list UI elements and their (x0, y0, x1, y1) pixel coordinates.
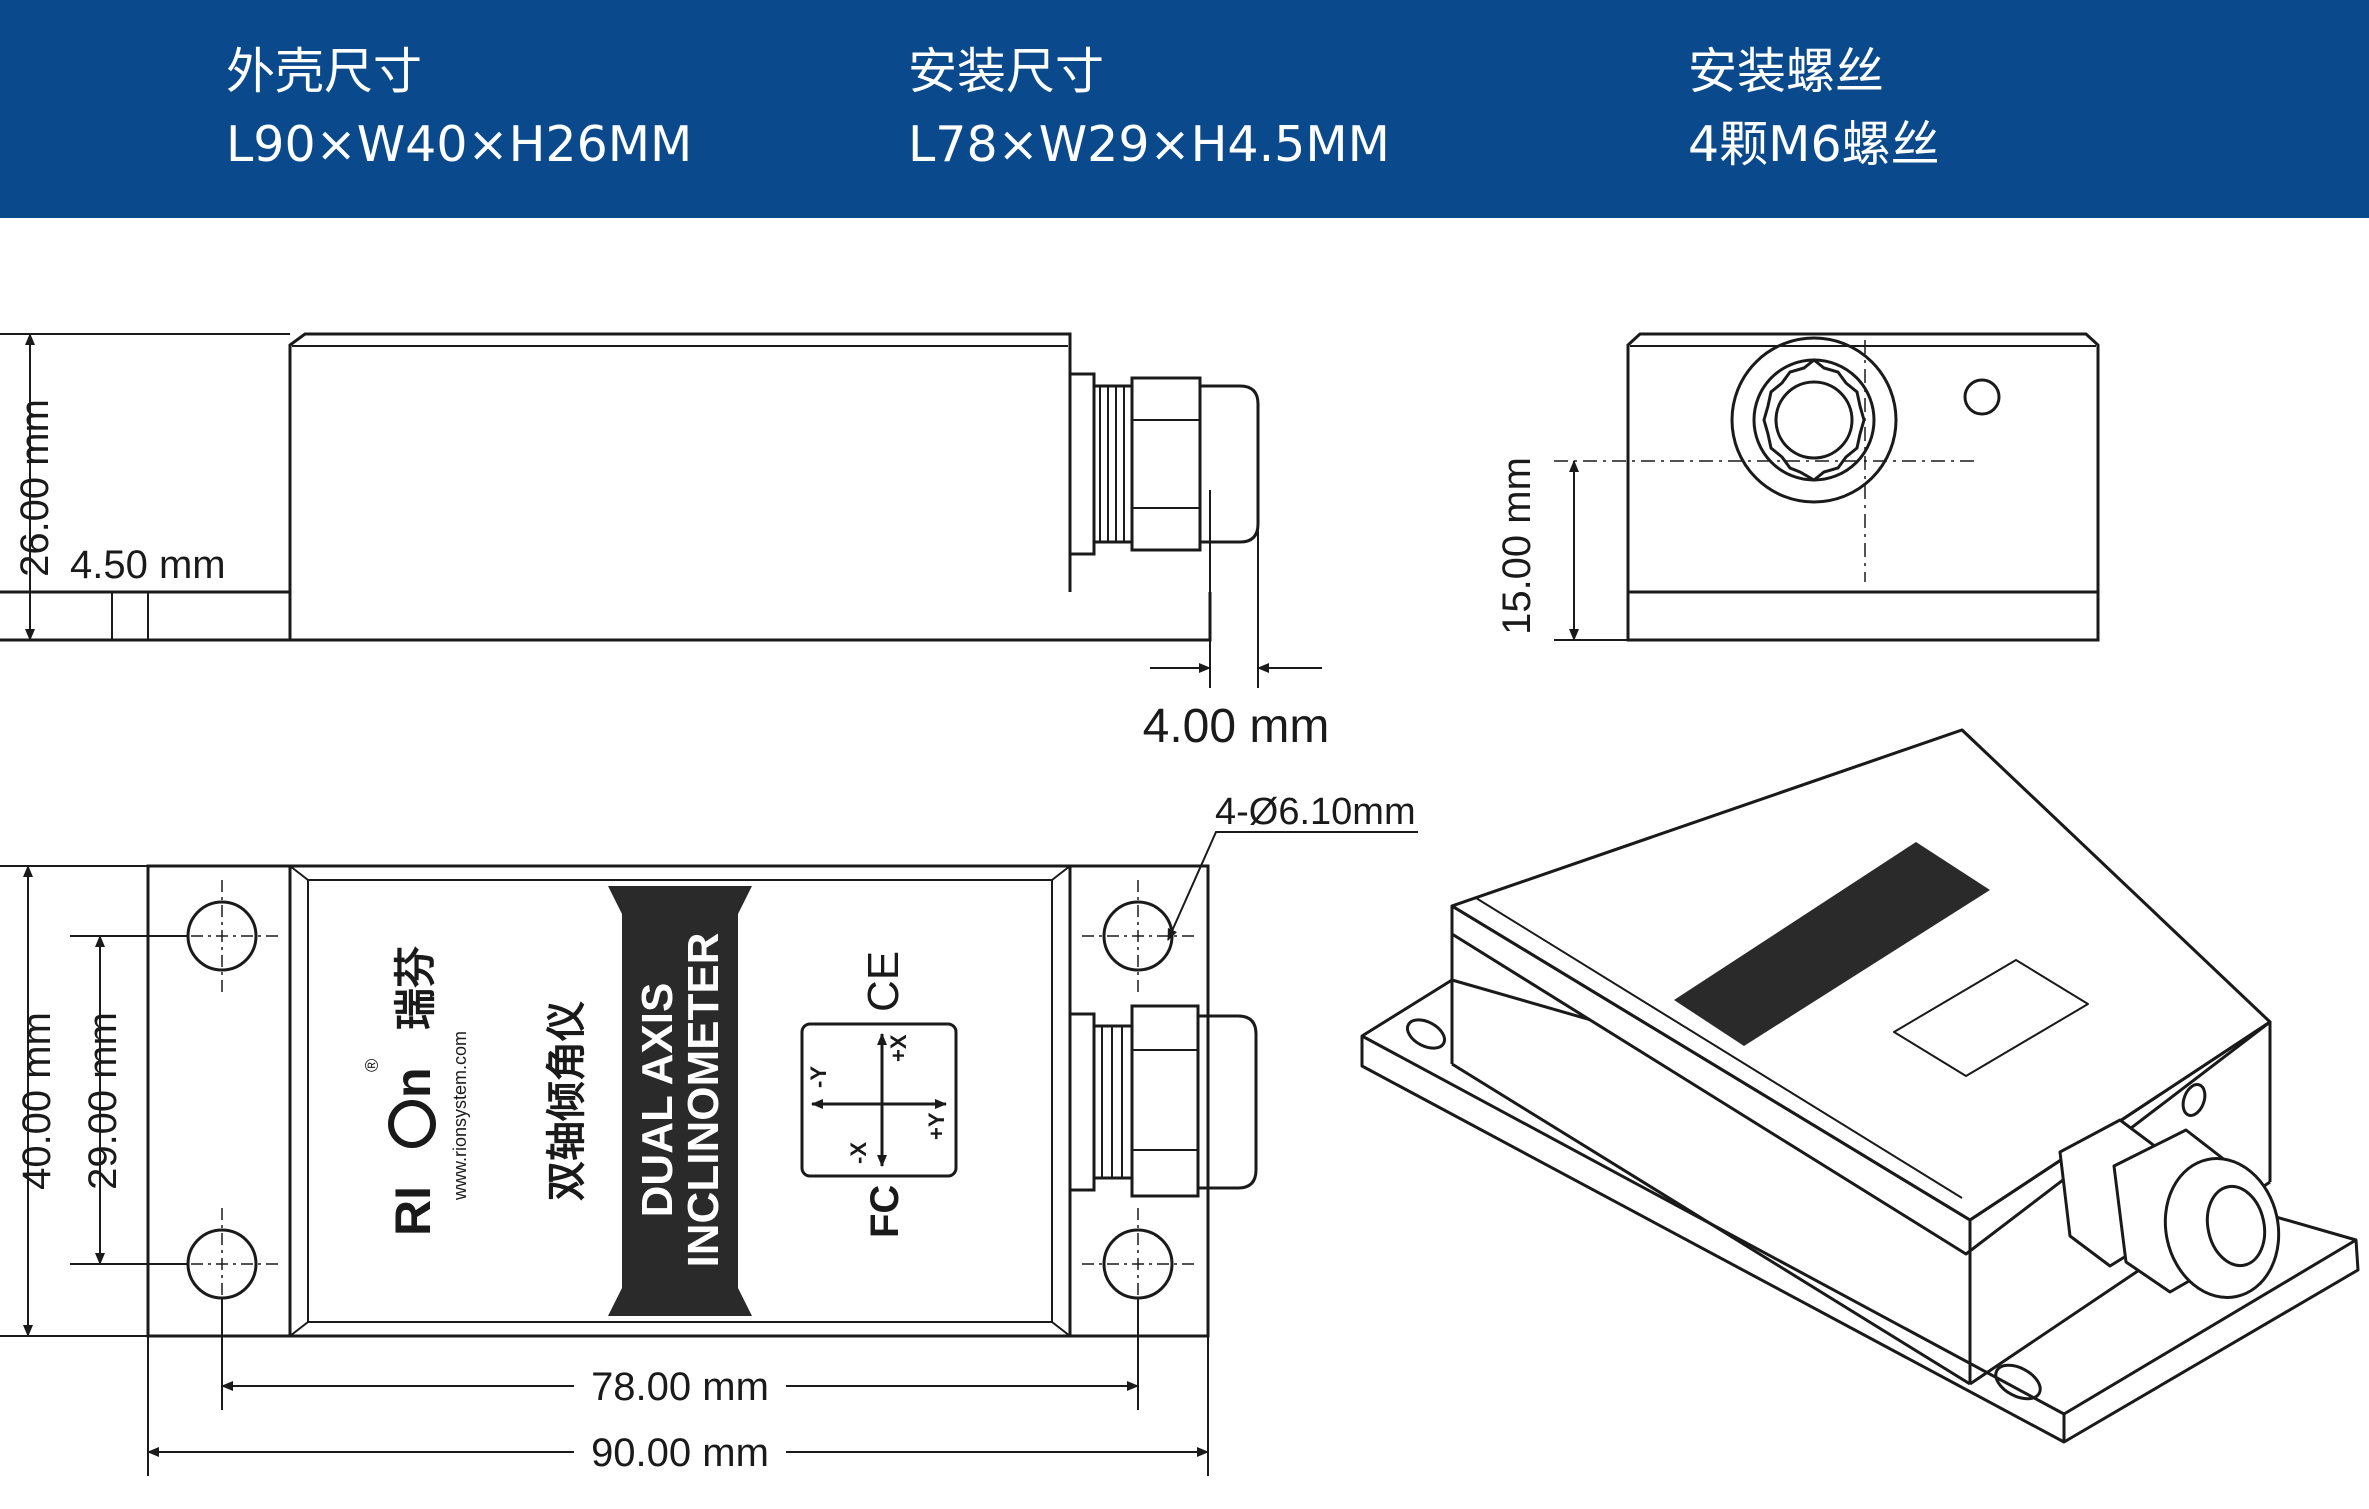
brand-cn: 瑞芬 (392, 946, 439, 1030)
dim-hole-29: 29.00 mm (81, 1012, 125, 1190)
spec-banner: 外壳尺寸 L90×W40×H26MM 安装尺寸 L78×W29×H4.5MM 安… (0, 0, 2369, 218)
axis-neg-y: -Y (806, 1066, 831, 1088)
spec-value: L90×W40×H26MM (226, 116, 693, 173)
top-view: DUAL AXIS INCLINOMETER RI n 瑞芬 ® www.rio… (0, 791, 1418, 1476)
brand-text-tail: n (385, 1067, 441, 1098)
axis-pos-y: +Y (924, 1112, 949, 1140)
ce-mark: CE (859, 951, 908, 1012)
product-en-line2: INCLINOMETER (679, 933, 728, 1268)
spec-title: 安装螺丝 (1688, 43, 1885, 100)
dim-flange-450: 4.50 mm (70, 543, 226, 587)
isometric-view (1360, 728, 2360, 1444)
spec-title: 安装尺寸 (908, 43, 1105, 100)
brand-text: RI (385, 1186, 441, 1236)
label-band (608, 886, 752, 1316)
spec-value: L78×W29×H4.5MM (908, 116, 1390, 173)
brand-logo: RI n 瑞芬 ® www.rionsystem.com (362, 946, 470, 1236)
dim-hole-spec: 4-Ø6.10mm (1215, 791, 1416, 833)
dim-center-15: 15.00 mm (1495, 457, 1539, 635)
spec-housing-size: 外壳尺寸 L90×W40×H26MM (226, 42, 692, 175)
fc-mark: FC (863, 1185, 907, 1238)
side-view: 26.00 mm 4.50 mm 4.00 mm (0, 332, 1330, 753)
brand-url: www.rionsystem.com (450, 1031, 470, 1201)
dim-hole-78: 78.00 mm (591, 1365, 769, 1409)
dim-gland-400: 4.00 mm (1143, 700, 1330, 753)
product-en-line1: DUAL AXIS (633, 983, 682, 1218)
registered-mark: ® (362, 1059, 382, 1072)
mounting-hole (1082, 880, 1194, 992)
product-cn: 双轴倾角仪 (545, 1001, 589, 1201)
axis-diagram: -Y +X -X +Y (800, 1022, 958, 1178)
axis-pos-x: +X (886, 1034, 911, 1062)
spec-value: 4颗M6螺丝 (1688, 116, 1940, 173)
dim-length-90: 90.00 mm (591, 1431, 769, 1475)
technical-drawing: 26.00 mm 4.50 mm 4.00 mm 15.00 mm (0, 332, 2360, 1476)
cable-gland-top (1068, 1004, 1258, 1198)
end-view: 15.00 mm (1495, 332, 2100, 642)
spec-title: 外壳尺寸 (226, 43, 423, 100)
spec-mounting-size: 安装尺寸 L78×W29×H4.5MM (908, 42, 1390, 175)
cable-gland-side (1068, 372, 1260, 556)
cable-gland-iso (2058, 1118, 2281, 1299)
axis-neg-x: -X (846, 1142, 871, 1164)
dim-height-26: 26.00 mm (13, 399, 57, 577)
dim-width-40: 40.00 mm (15, 1012, 59, 1190)
spec-mounting-screws: 安装螺丝 4颗M6螺丝 (1688, 42, 1940, 175)
